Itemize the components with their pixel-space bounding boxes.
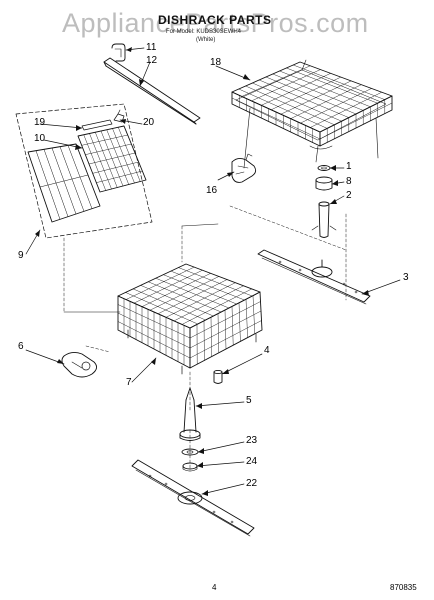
callout-3: 3: [403, 272, 409, 283]
doc-number: 870835: [390, 583, 417, 592]
upper-spray-parts: [257, 165, 371, 305]
tines-box: [15, 103, 153, 239]
color-line: (White): [196, 37, 216, 43]
callout-16: 16: [206, 185, 218, 196]
lower-rack: [117, 263, 263, 375]
callout-23: 23: [246, 435, 258, 446]
water-inlet-bracket: [231, 153, 257, 183]
callout-24: 24: [246, 456, 258, 467]
construction-lines: [63, 205, 347, 471]
callout-22: 22: [246, 478, 258, 489]
callout-1: 1: [346, 161, 352, 172]
watermark-text: AppliancePartsPros.com: [62, 8, 369, 38]
callout-10: 10: [34, 133, 46, 144]
callout-11: 11: [146, 42, 157, 53]
callout-9: 9: [18, 250, 24, 261]
callout-6: 6: [18, 341, 24, 352]
lower-spray-parts: [131, 387, 255, 537]
model-line: For Model: KUDS30SEWH4: [166, 29, 242, 35]
callout-19: 19: [34, 117, 46, 128]
rack-roller-assembly: [61, 351, 97, 378]
callout-4: 4: [264, 345, 270, 356]
page-title: DISHRACK PARTS: [158, 13, 272, 27]
callout-8: 8: [346, 176, 352, 187]
page-number: 4: [212, 583, 217, 592]
callout-leaders: [25, 47, 401, 495]
upper-rack: [231, 59, 393, 169]
callout-5: 5: [246, 395, 252, 406]
rack-track: [103, 57, 201, 125]
callout-12: 12: [146, 55, 158, 66]
callout-2: 2: [346, 190, 352, 201]
track-stop: [111, 43, 126, 62]
callout-18: 18: [210, 57, 222, 68]
arrowheads: [35, 47, 369, 496]
callout-7: 7: [126, 377, 132, 388]
rack-clip: [213, 369, 223, 384]
callout-20: 20: [143, 117, 155, 128]
